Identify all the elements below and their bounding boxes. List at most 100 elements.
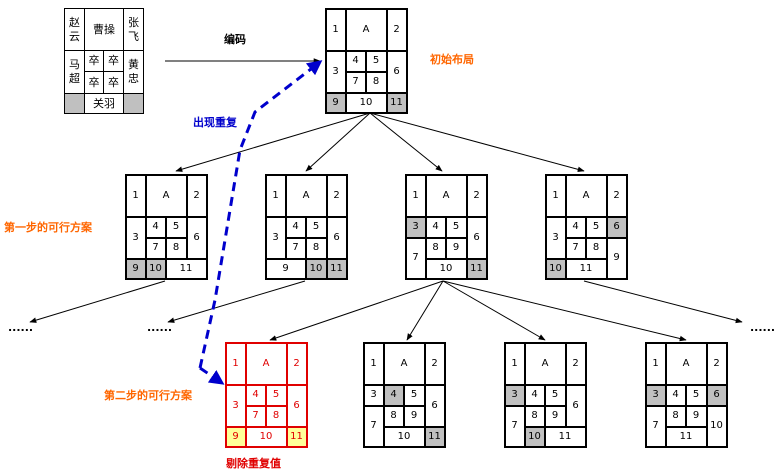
edge-root-to-step1-1 — [175, 112, 371, 172]
piece-9: 9 — [544, 405, 566, 427]
piece-1: 1 — [125, 174, 146, 217]
cell-empty-right — [123, 93, 143, 113]
piece-6: 6 — [466, 216, 487, 259]
duplicate-dashed-link-tail — [199, 366, 225, 385]
piece-a: A — [285, 174, 327, 217]
piece-2: 2 — [706, 342, 727, 385]
piece-5: 5 — [585, 216, 607, 238]
edge-step1-3-to-step2-3 — [442, 280, 546, 341]
piece-3: 3 — [265, 216, 286, 259]
piece-6: 6 — [186, 216, 207, 259]
piece-5: 5 — [685, 384, 707, 406]
piece-7: 7 — [363, 405, 384, 447]
edge-step1-1-to-more — [29, 280, 166, 323]
cell-zhao-yun: 赵 云 — [65, 9, 85, 51]
ellipsis-right: ...... — [750, 321, 774, 334]
ellipsis-left: ...... — [8, 321, 34, 334]
step2-label: 第二步的可行方案 — [104, 389, 192, 402]
piece-2: 2 — [186, 174, 207, 217]
piece-9: 9 — [225, 426, 246, 447]
piece-6: 6 — [286, 384, 307, 427]
piece-a: A — [524, 342, 566, 385]
piece-7: 7 — [345, 71, 366, 93]
edge-step1-3-to-step2-1 — [269, 280, 444, 341]
cell-zhang-fei: 张 飞 — [123, 9, 143, 51]
piece-7: 7 — [405, 237, 426, 279]
piece-10: 10 — [245, 426, 287, 447]
piece-1: 1 — [265, 174, 286, 217]
piece-4: 4 — [565, 216, 586, 238]
piece-10: 10 — [345, 92, 387, 113]
piece-3: 3 — [645, 384, 666, 406]
piece-1: 1 — [363, 342, 384, 385]
cell-soldier-4: 卒 — [108, 75, 119, 89]
piece-5: 5 — [265, 384, 287, 406]
cell-cao-cao: 曹操 — [85, 9, 123, 51]
piece-3: 3 — [405, 216, 426, 238]
piece-8: 8 — [383, 405, 404, 427]
piece-2: 2 — [286, 342, 307, 385]
piece-7: 7 — [145, 237, 166, 259]
piece-4: 4 — [383, 384, 404, 406]
edge-step1-2-to-more — [167, 280, 306, 323]
piece-7: 7 — [245, 405, 266, 427]
piece-9: 9 — [403, 405, 425, 427]
piece-6: 6 — [565, 384, 586, 427]
piece-11: 11 — [665, 426, 707, 447]
piece-a: A — [245, 342, 287, 385]
piece-9: 9 — [606, 237, 627, 279]
piece-8: 8 — [425, 237, 446, 259]
edge-root-to-step1-4 — [369, 112, 585, 173]
piece-1: 1 — [504, 342, 525, 385]
piece-2: 2 — [424, 342, 445, 385]
piece-7: 7 — [285, 237, 306, 259]
piece-3: 3 — [125, 216, 146, 259]
piece-5: 5 — [165, 216, 187, 238]
piece-4: 4 — [245, 384, 266, 406]
piece-4: 4 — [665, 384, 686, 406]
piece-6: 6 — [424, 384, 445, 427]
piece-8: 8 — [365, 71, 387, 93]
piece-2: 2 — [606, 174, 627, 217]
edge-step1-3-to-step2-2 — [406, 280, 444, 341]
edge-root-to-step1-3 — [369, 112, 443, 172]
piece-9: 9 — [685, 405, 707, 427]
piece-a: A — [383, 342, 425, 385]
piece-2: 2 — [326, 174, 347, 217]
piece-11: 11 — [286, 426, 307, 447]
piece-10: 10 — [145, 258, 166, 279]
encode-label: 编码 — [224, 33, 246, 46]
step1-label: 第一步的可行方案 — [4, 221, 92, 234]
piece-1: 1 — [545, 174, 566, 217]
piece-a: A — [345, 8, 387, 51]
duplicate-dashed-link — [198, 60, 323, 369]
cell-huang-zhong: 黄 忠 — [123, 51, 143, 93]
piece-4: 4 — [524, 384, 545, 406]
piece-5: 5 — [445, 216, 467, 238]
ellipsis-middle: ...... — [147, 321, 173, 334]
remove-duplicate-label: 剔除重复值 — [226, 457, 281, 470]
piece-6: 6 — [706, 384, 727, 406]
piece-1: 1 — [325, 8, 346, 51]
piece-10: 10 — [425, 258, 467, 279]
cell-soldier-1: 卒 — [85, 51, 104, 72]
piece-11: 11 — [165, 258, 207, 279]
cell-ma-chao: 马 超 — [65, 51, 85, 93]
cell-soldier-2: 卒 — [104, 51, 123, 72]
piece-3: 3 — [225, 384, 246, 427]
piece-10: 10 — [305, 258, 327, 279]
piece-10: 10 — [706, 405, 727, 447]
piece-5: 5 — [365, 50, 387, 72]
piece-8: 8 — [305, 237, 327, 259]
piece-8: 8 — [265, 405, 287, 427]
piece-10: 10 — [545, 258, 566, 279]
piece-5: 5 — [403, 384, 425, 406]
piece-2: 2 — [565, 342, 586, 385]
piece-5: 5 — [544, 384, 566, 406]
